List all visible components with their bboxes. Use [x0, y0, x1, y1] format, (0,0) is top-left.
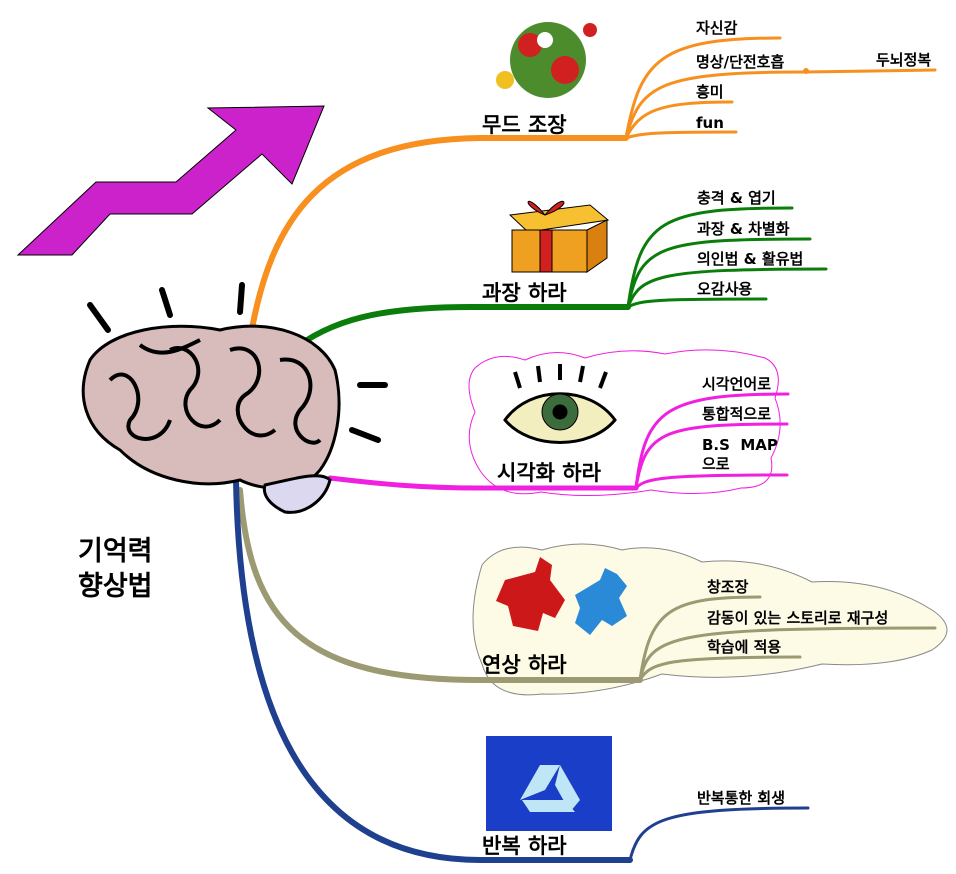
topic-label[interactable]: 두뇌정복 [876, 51, 931, 69]
recycle-icon [486, 736, 612, 831]
topic-label[interactable]: 시각언어로 [702, 375, 771, 393]
branch-line-exaggerate [287, 303, 631, 355]
topic-label[interactable]: 학습에 적용 [707, 638, 781, 656]
branch-label-mood[interactable]: 무드 조장 [482, 113, 567, 137]
branch-line-mood [247, 135, 629, 343]
topic-label[interactable]: 과장 & 차별화 [697, 220, 790, 238]
topic-label[interactable]: 창조장 [707, 578, 749, 596]
topic-label[interactable]: 명상/단전호흡 [696, 53, 784, 71]
clown-icon [496, 22, 597, 98]
topic-label[interactable]: 오감사용 [697, 280, 752, 298]
topic-label[interactable]: 통합적으로 [702, 405, 771, 423]
topic-label[interactable]: 의인법 & 활유법 [697, 250, 803, 268]
map-title-line2: 향상법 [78, 571, 153, 602]
eye-icon [503, 364, 617, 444]
topic-label[interactable]: 반복통한 회생 [697, 789, 785, 807]
branch-line-associate [237, 487, 643, 683]
branch-label-associate[interactable]: 연상 하라 [482, 653, 567, 677]
brain-icon [81, 282, 388, 514]
topic-label[interactable]: 흥미 [696, 83, 724, 101]
topic-label[interactable]: 감동이 있는 스토리로 재구성 [707, 609, 888, 627]
branch-line-repeat [233, 477, 633, 863]
map-title-line1: 기억력 [78, 536, 153, 567]
topic-label[interactable]: fun [696, 114, 724, 132]
visualize-cloud [468, 349, 781, 497]
branch-label-visualize[interactable]: 시각화 하라 [497, 461, 602, 485]
branch-line-visualize [327, 475, 639, 491]
gift-box-icon [490, 185, 610, 275]
branch-label-exaggerate[interactable]: 과장 하라 [482, 281, 567, 305]
topic-label[interactable]: 으로 [702, 455, 730, 473]
puzzle-icon [496, 557, 627, 635]
rising-arrow-icon [16, 105, 325, 256]
topic-label[interactable]: B.S MAP [702, 436, 778, 454]
topic-label[interactable]: 자신감 [696, 19, 738, 37]
topic-label[interactable]: 충격 & 엽기 [697, 189, 776, 207]
branch-label-repeat[interactable]: 반복 하라 [482, 834, 567, 858]
associate-cloud [472, 543, 948, 696]
